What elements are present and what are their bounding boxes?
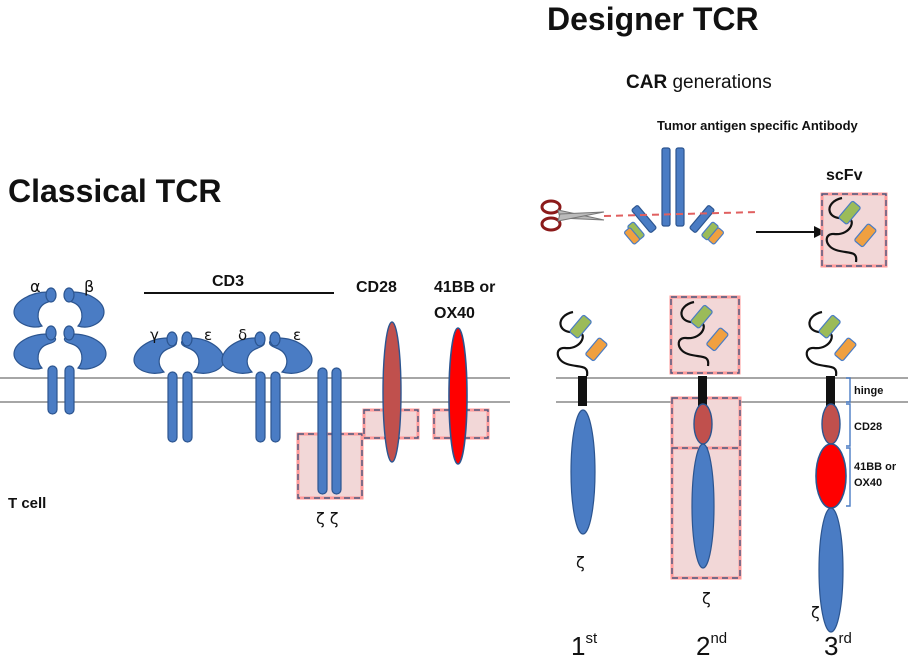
alpha-label: α — [30, 277, 41, 296]
classical-tcr-title: Classical TCR — [8, 173, 221, 209]
car-gen1-label: 1st — [571, 630, 598, 661]
car-gen2-zeta: ζ — [702, 589, 711, 608]
scfv-label: scFv — [826, 167, 863, 184]
hinge-brace — [846, 377, 851, 403]
antibody-label: Tumor antigen specific Antibody — [657, 118, 859, 133]
tumor-antigen-antibody — [624, 147, 724, 245]
car-gen2 — [677, 300, 730, 569]
cut-line — [603, 211, 759, 217]
car-gen3-zeta: ζ — [811, 603, 820, 622]
legend-costim-line1: 41BB or — [854, 461, 897, 473]
scissors-icon — [540, 199, 605, 232]
cd3-label: CD3 — [212, 273, 244, 290]
cd28-receptor — [382, 321, 402, 463]
arrow-right-icon — [756, 226, 826, 238]
car-bold-label: CAR — [626, 72, 667, 93]
cd3-delta-epsilon — [221, 331, 313, 443]
gamma-label: γ — [150, 326, 159, 344]
delta-label: δ — [238, 326, 247, 344]
costim-label-line1: 41BB or — [434, 279, 495, 296]
costim-brace — [846, 447, 851, 507]
car-generations-label: generations — [667, 72, 772, 93]
epsilon-label-2: ε — [293, 326, 301, 344]
cd3-gamma-epsilon — [133, 331, 225, 443]
beta-label: β — [84, 277, 94, 296]
epsilon-label-1: ε — [204, 326, 212, 344]
legend-costim-line2: OX40 — [854, 477, 882, 489]
car-gen1 — [556, 310, 609, 535]
designer-tcr-title: Designer TCR — [547, 1, 759, 37]
car-gen1-zeta: ζ — [576, 553, 585, 572]
costim-receptor — [448, 327, 468, 465]
cd3-zeta-zeta — [317, 367, 342, 495]
t-cell-label: T cell — [8, 495, 46, 512]
car-gen3-label: 3rd — [824, 630, 852, 661]
car-gen3 — [805, 310, 858, 633]
car-gen2-label: 2nd — [696, 630, 727, 661]
car-generations-header: CAR generations — [626, 72, 772, 93]
legend-cd28: CD28 — [854, 421, 882, 433]
zeta-pair-label: ζ ζ — [316, 509, 339, 528]
legend-hinge: hinge — [854, 385, 883, 397]
cd28-brace — [846, 403, 851, 447]
cd28-label: CD28 — [356, 279, 397, 296]
costim-label-line2: OX40 — [434, 305, 475, 322]
zeta-highlight-box — [296, 432, 364, 500]
tcr-alpha-beta — [13, 287, 107, 415]
